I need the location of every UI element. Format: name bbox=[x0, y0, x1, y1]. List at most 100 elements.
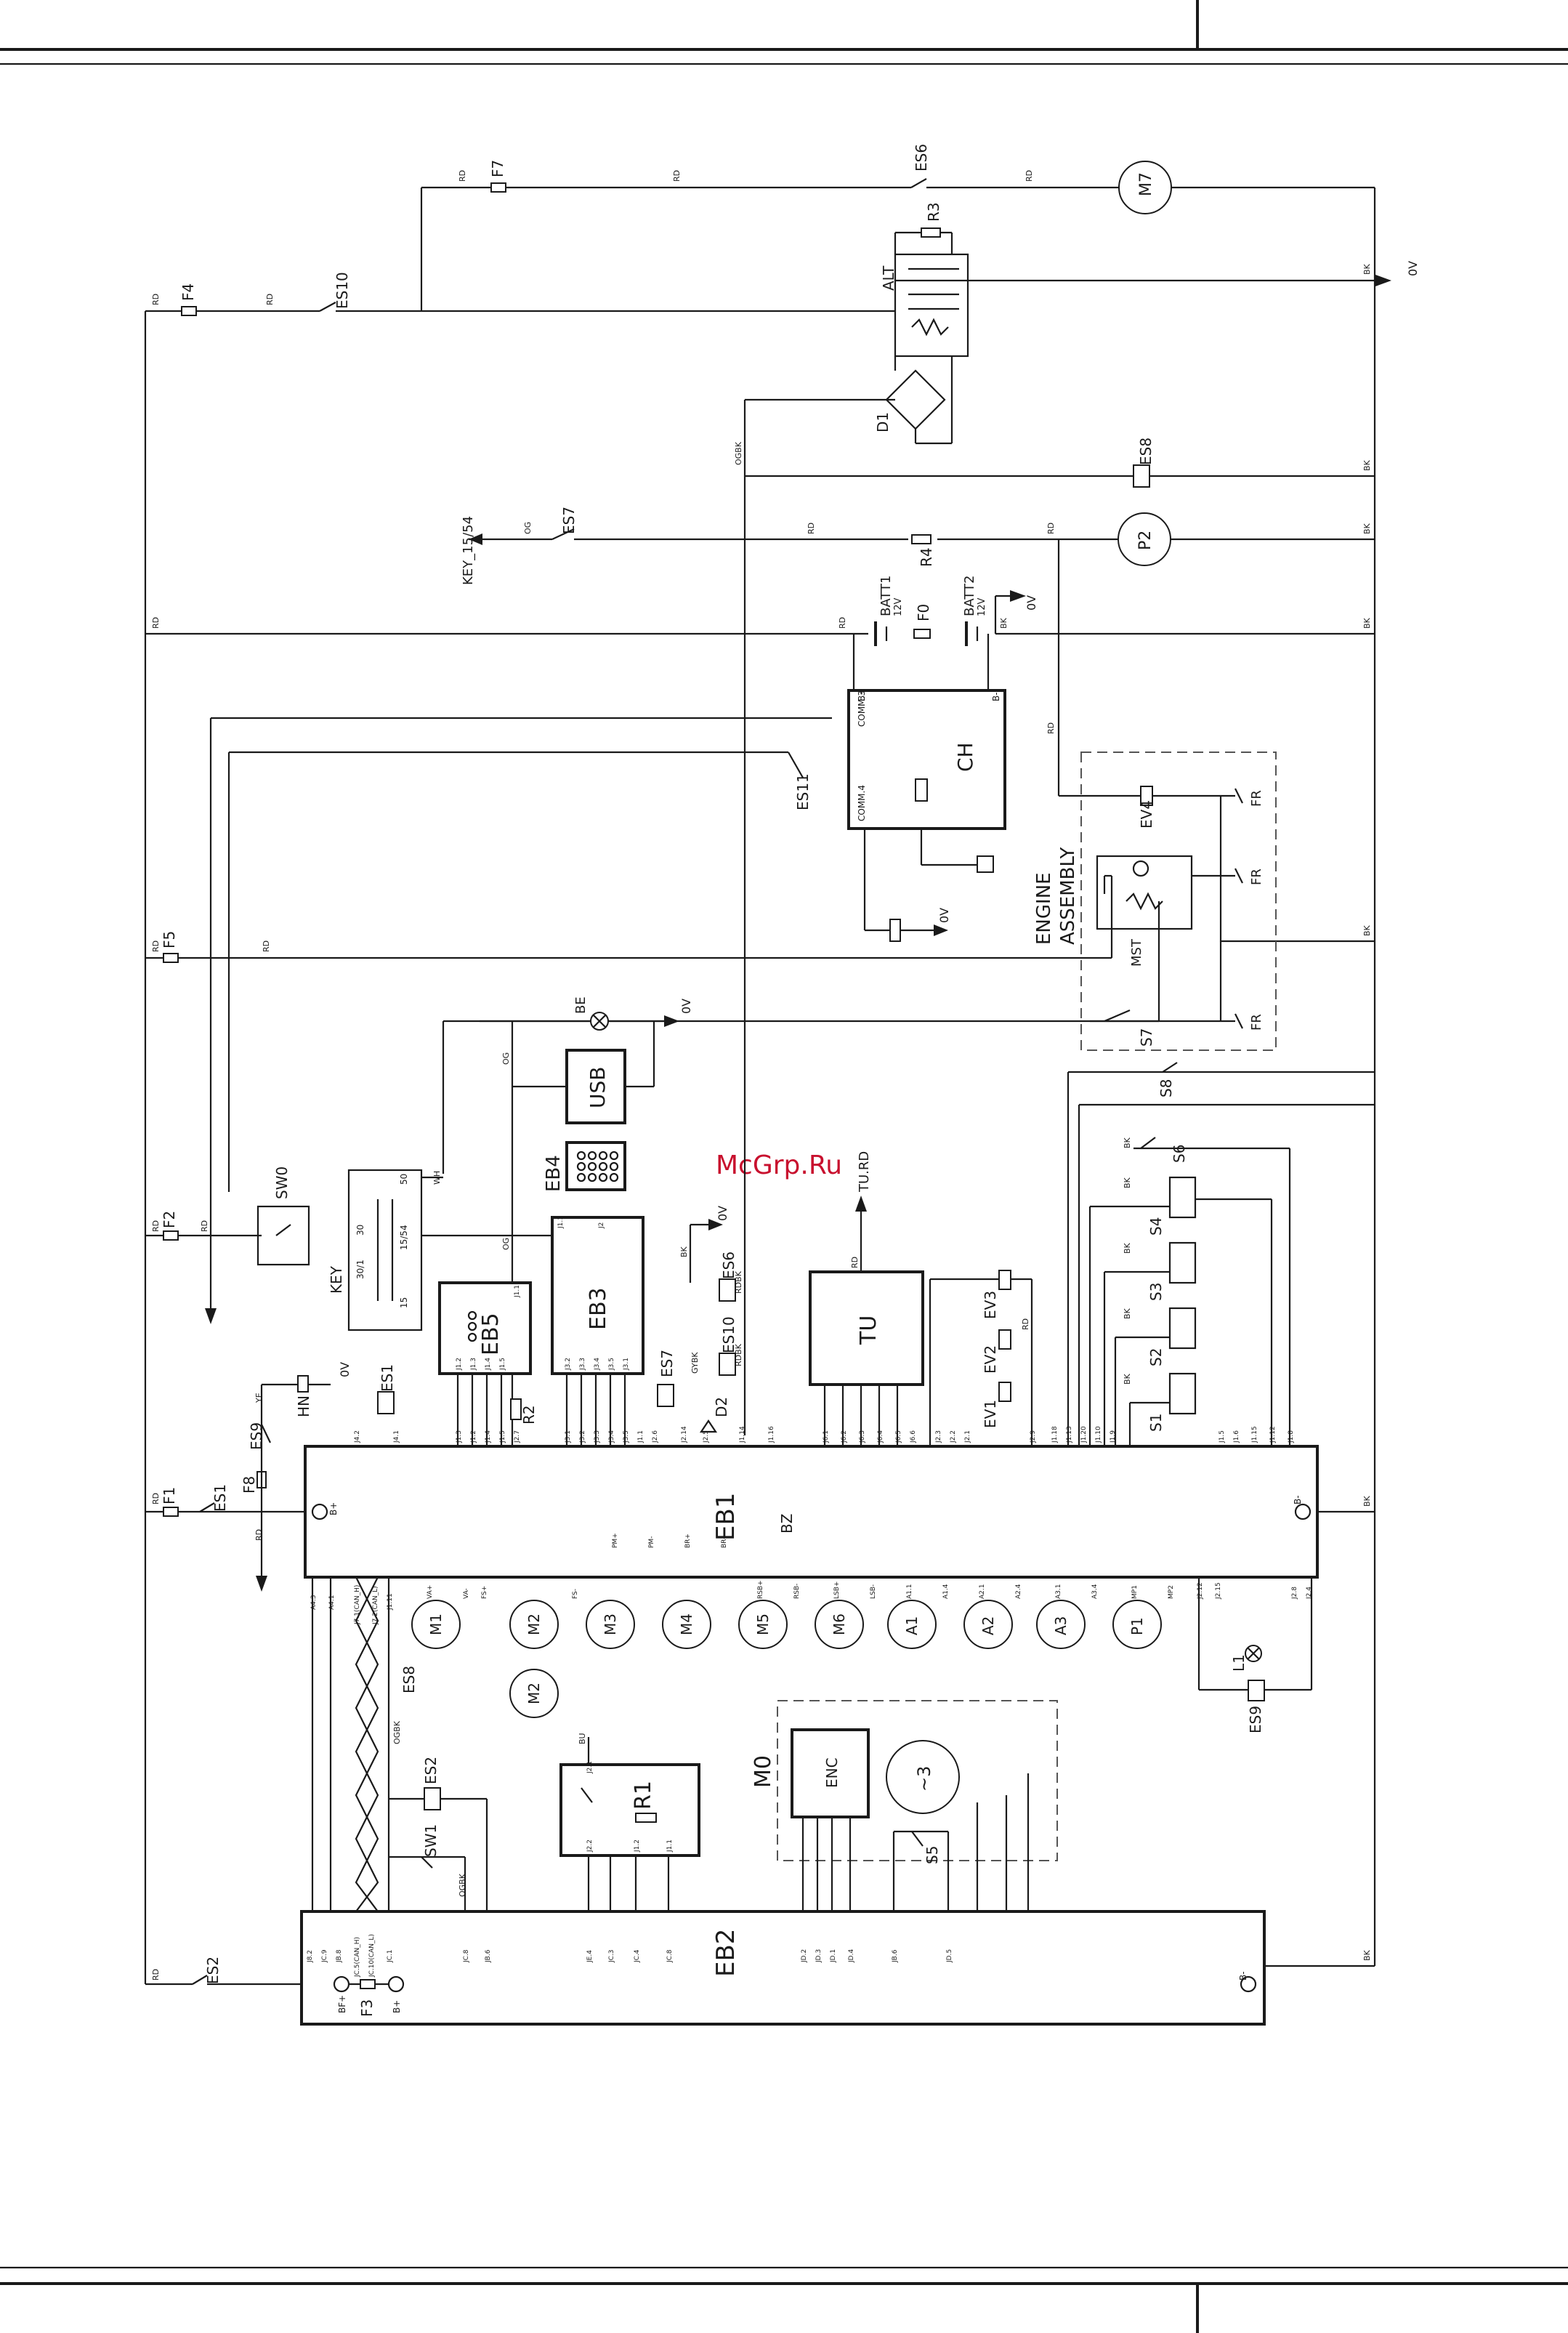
pin: J1.3 bbox=[470, 1358, 477, 1371]
pin: J6.4 bbox=[877, 1430, 884, 1443]
pin: J1.4 bbox=[485, 1430, 492, 1443]
fuse-f4: F4 bbox=[179, 283, 197, 316]
tag-ye-1: YE bbox=[254, 1393, 264, 1403]
pin: JC.1 bbox=[387, 1949, 394, 1963]
f2-label: F2 bbox=[161, 1211, 178, 1228]
batt1-volt: 12V bbox=[893, 597, 904, 616]
bz-label: BZ bbox=[778, 1514, 796, 1534]
tag-gybk-1: GYBK bbox=[690, 1352, 700, 1374]
pin: J1.2 bbox=[634, 1840, 641, 1853]
pin: JC.10(CAN_L) bbox=[368, 1934, 376, 1978]
tag-rd-3: RD bbox=[458, 170, 467, 182]
s3-label: S3 bbox=[1147, 1283, 1165, 1301]
pin: J1.14 bbox=[739, 1426, 746, 1443]
pin: J3.3 bbox=[594, 1430, 601, 1443]
diode-bridge-d1: D1 bbox=[874, 356, 953, 445]
eb1-pin-labels-top: J4.2 J4.1 J1.3 J1.2 J1.4 J1.5 J2.7 J3.1 … bbox=[354, 1426, 1295, 1443]
assembly-label: ASSEMBLY bbox=[1057, 847, 1079, 945]
pin: RSB- bbox=[793, 1584, 801, 1599]
pin: JC.4 bbox=[634, 1949, 641, 1963]
tag-rd-8: RD bbox=[151, 617, 161, 629]
m4-label: M4 bbox=[678, 1613, 695, 1635]
pin: J2 bbox=[598, 1222, 605, 1229]
pin: J2.1 bbox=[964, 1430, 971, 1443]
fr-label-3: FR bbox=[1249, 1014, 1264, 1031]
eb2-bminus: B- bbox=[1238, 1971, 1248, 1981]
key-t15: 15 bbox=[399, 1297, 409, 1308]
relay-es2: ES2 bbox=[389, 1757, 488, 1911]
pin: LSB+ bbox=[833, 1581, 841, 1599]
usb-label: USB bbox=[586, 1067, 610, 1108]
pin: PM+ bbox=[612, 1533, 619, 1548]
key-net-label-top: KEY_15/54 bbox=[461, 516, 476, 585]
alt-0v: 0V bbox=[1406, 261, 1420, 276]
pin: J1.6 bbox=[1233, 1430, 1240, 1443]
eb1-pin-labels-bottom: A4.3 A4.1 J7.1(CAN_H) J7.2(CAN_L) J1.11 … bbox=[310, 1533, 1313, 1625]
pin: JC.9 bbox=[321, 1949, 328, 1963]
pin: J1.13 bbox=[1066, 1426, 1073, 1443]
eb2-pin-labels: J8.2 JC.9 JB.8 JC.5(CAN_H) JC.10(CAN_L) … bbox=[307, 1934, 953, 1978]
relay-es1: ES1 bbox=[377, 1364, 396, 1414]
pin: JC.8 bbox=[463, 1949, 470, 1963]
battery-pack: BATT1 12V F0 BATT2 12V 0V bbox=[874, 576, 1038, 646]
tag-og-3: OG bbox=[501, 1238, 511, 1250]
m1-label: M1 bbox=[427, 1613, 445, 1635]
eb4-connector: EB4 bbox=[543, 1141, 626, 1192]
tag-rd-7: RD bbox=[1046, 523, 1056, 534]
pin: J2.12 bbox=[1197, 1582, 1204, 1600]
eb1-label: EB1 bbox=[711, 1493, 740, 1541]
sw0-label: SW0 bbox=[273, 1166, 291, 1199]
f0-label: F0 bbox=[915, 604, 932, 621]
pin: A2.1 bbox=[979, 1584, 986, 1599]
m0-symbol: ~3 bbox=[914, 1766, 934, 1792]
key-t50: 50 bbox=[399, 1174, 409, 1185]
switch-es9: ES9 bbox=[248, 1422, 271, 1450]
fuse-f1: F1 bbox=[161, 1487, 179, 1517]
pin: J8.2 bbox=[307, 1950, 314, 1963]
pin: A4.1 bbox=[328, 1595, 336, 1610]
d2-label: D2 bbox=[713, 1397, 730, 1417]
ev4-label: EV4 bbox=[1138, 800, 1155, 829]
f1-label: F1 bbox=[161, 1487, 178, 1504]
eb2-bplus: B+ bbox=[392, 2000, 402, 2013]
pin: A2.4 bbox=[1015, 1584, 1022, 1599]
batt-0v: 0V bbox=[1025, 595, 1038, 611]
tag-ogbk-1: OGBK bbox=[734, 441, 743, 465]
tag-rd-1: RD bbox=[151, 294, 161, 305]
tag-ogbk-3: OGBK bbox=[458, 1873, 467, 1897]
relay-es10: ES10 bbox=[719, 1316, 737, 1376]
key-switch: KEY 50 30 15/54 30/1 15 bbox=[328, 1169, 552, 1331]
pin: J2.9 bbox=[1030, 1430, 1037, 1443]
charger-ch: CH COMM.3 COMM.4 B+ B- bbox=[847, 634, 1006, 873]
pin: J1.4 bbox=[485, 1358, 492, 1371]
hn-label: HN bbox=[295, 1395, 312, 1417]
tag-rd-2: RD bbox=[265, 294, 275, 305]
pin: J1.3 bbox=[456, 1430, 463, 1443]
es2-bottom-label: ES2 bbox=[204, 1957, 222, 1984]
tag-bk-14: BK bbox=[1123, 1373, 1132, 1385]
ch-0v-label: 0V bbox=[937, 908, 951, 923]
pin: A4.3 bbox=[310, 1595, 318, 1610]
pin: A3.1 bbox=[1055, 1584, 1062, 1599]
tag-rd-10: RD bbox=[1046, 722, 1056, 734]
pin: JB.6 bbox=[485, 1949, 492, 1963]
tag-rd-6: RD bbox=[807, 523, 816, 534]
motor-row: M1 M2 M2 M3 M4 M5 M6 A1 A2 A3 P1 bbox=[411, 1600, 1162, 1718]
switch-es10-top: ES10 bbox=[319, 272, 351, 312]
ev2-label: EV2 bbox=[982, 1345, 999, 1374]
ch-bplus: B+ bbox=[857, 688, 867, 701]
wire-tags: RD RD RD RD RD BK 0V BK BK BK BK BK BK O… bbox=[151, 170, 1420, 1981]
pin: FS- bbox=[572, 1589, 579, 1599]
f4-label: F4 bbox=[179, 283, 197, 301]
switch-sw1: SW1 bbox=[389, 1824, 466, 1911]
engine-assembly: ENGINE ASSEMBLY MST EV4 S7 FR FR FR bbox=[1033, 539, 1277, 1051]
s6-label: S6 bbox=[1171, 1145, 1188, 1163]
pin: J6.6 bbox=[910, 1430, 917, 1443]
pin: J2.3 bbox=[935, 1430, 942, 1443]
pin: J1.11 bbox=[387, 1593, 394, 1611]
pin: J1.2 bbox=[470, 1430, 477, 1443]
tag-bk-2: BK bbox=[1362, 459, 1372, 471]
can-bus-lines bbox=[311, 1576, 390, 1912]
pin: J3.2 bbox=[579, 1430, 586, 1443]
lamp-be: BE 0V bbox=[573, 996, 693, 1031]
